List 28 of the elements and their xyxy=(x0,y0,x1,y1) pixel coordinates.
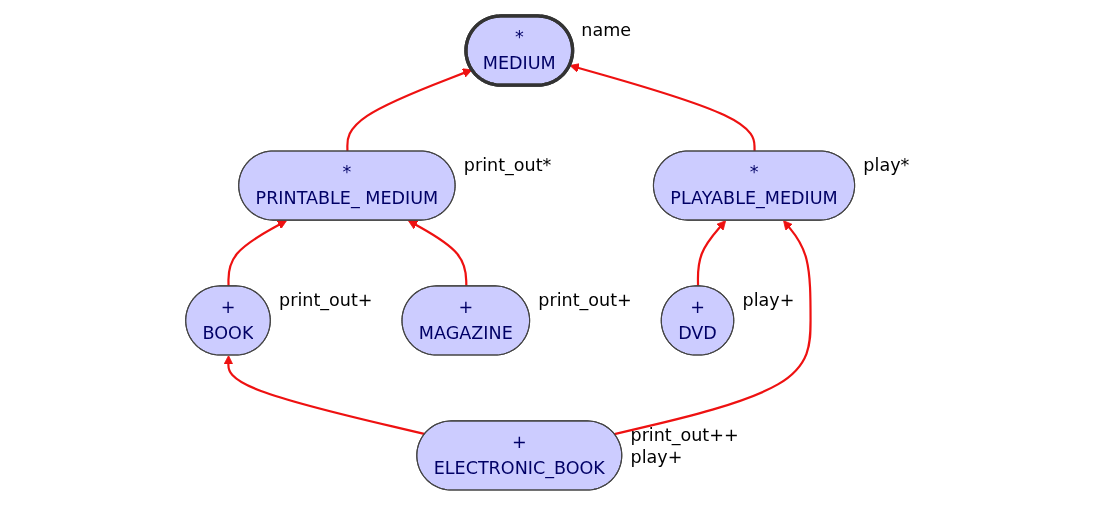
node-label: MAGAZINE xyxy=(418,322,513,344)
feature-label: print_out+ xyxy=(538,289,632,310)
node-label: * xyxy=(342,161,352,183)
node-label: + xyxy=(690,296,705,318)
arrow xyxy=(696,220,727,287)
node-label: * xyxy=(749,161,759,183)
feature-label: print_out++ xyxy=(630,424,739,445)
feature-label: print_out+ xyxy=(279,289,373,310)
node-label: + xyxy=(458,296,474,318)
feature-label: print_out* xyxy=(463,154,552,175)
feature-label: name xyxy=(581,19,632,40)
feature-label: play+ xyxy=(630,446,683,467)
node-label: BOOK xyxy=(202,322,254,344)
arrow xyxy=(407,220,468,287)
node-label: PLAYABLE_MEDIUM xyxy=(670,187,838,209)
node-label: PRINTABLE_ MEDIUM xyxy=(255,187,439,209)
node-label: + xyxy=(511,431,527,453)
node-label: DVD xyxy=(678,322,717,344)
arrow xyxy=(227,220,287,287)
arrow xyxy=(346,68,473,152)
arrow xyxy=(614,220,812,436)
node-label: ELECTRONIC_BOOK xyxy=(433,457,605,479)
node-label: MEDIUM xyxy=(482,52,556,74)
node-label: * xyxy=(514,26,524,48)
feature-label: play* xyxy=(863,154,910,175)
feature-label: play+ xyxy=(742,289,795,310)
arrow xyxy=(569,63,756,152)
node-label: + xyxy=(220,296,236,318)
